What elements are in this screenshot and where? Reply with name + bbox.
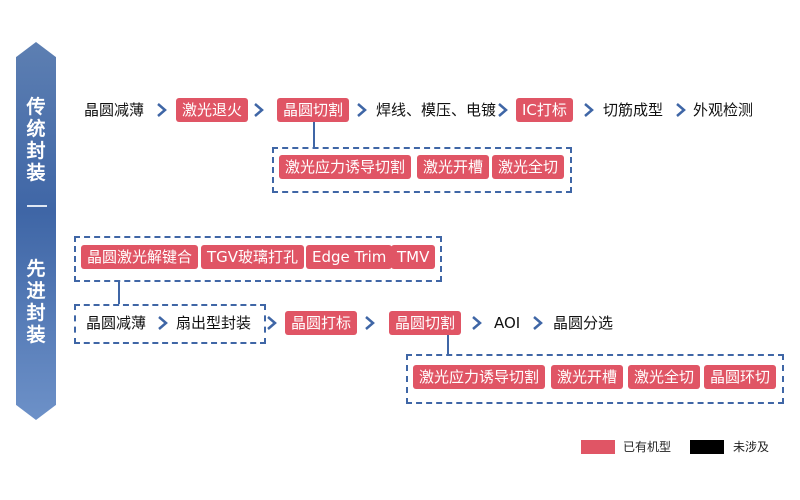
adv-dicing-laser-stress-induced: 激光应力诱导切割 — [413, 365, 546, 389]
trad-step-laser-annealing: 激光退火 — [176, 98, 249, 122]
adv-step-wafer-thinning: 晶圆减薄 — [86, 314, 147, 332]
legend-not-involved-swatch — [690, 440, 724, 454]
adv-step-fan-out: 扇出型封装 — [176, 314, 252, 332]
traditional-packaging-label: 传统封装 — [26, 96, 46, 184]
adv-option-tgv-drilling: TGV玻璃打孔 — [201, 245, 305, 269]
arrow-icon — [675, 102, 689, 118]
legend-not-involved-label: 未涉及 — [733, 440, 770, 454]
sidebar-divider — [27, 205, 47, 207]
connector-line — [447, 335, 449, 355]
arrow-icon — [364, 315, 378, 331]
advanced-packaging-label: 先进封装 — [26, 258, 46, 346]
adv-option-tmv: TMV — [391, 245, 436, 269]
adv-dicing-laser-grooving: 激光开槽 — [551, 365, 624, 389]
arrow-icon — [497, 102, 511, 118]
adv-step-aoi: AOI — [494, 314, 521, 332]
arrow-icon — [471, 315, 485, 331]
trad-step-visual-inspection: 外观检测 — [693, 101, 754, 119]
adv-dicing-laser-full-cut: 激光全切 — [628, 365, 701, 389]
adv-dicing-options-box — [406, 354, 784, 404]
legend-existing-swatch — [581, 440, 615, 454]
trad-step-wafer-thinning: 晶圆减薄 — [84, 101, 145, 119]
arrow-icon — [157, 315, 171, 331]
trad-step-bonding-molding-plating: 焊线、模压、电镀 — [376, 101, 497, 119]
trad-dicing-laser-stress-induced: 激光应力诱导切割 — [279, 155, 412, 179]
arrow-icon — [253, 102, 267, 118]
adv-option-edge-trim: Edge Trim — [306, 245, 393, 269]
connector-line — [118, 280, 120, 304]
trad-dicing-laser-full-cut: 激光全切 — [492, 155, 565, 179]
arrow-icon — [156, 102, 170, 118]
trad-step-ic-marking: IC打标 — [516, 98, 573, 122]
trad-dicing-options-box — [272, 147, 572, 193]
trad-dicing-laser-grooving: 激光开槽 — [417, 155, 490, 179]
adv-step-wafer-marking: 晶圆打标 — [285, 311, 358, 335]
adv-option-laser-debonding: 晶圆激光解键合 — [81, 245, 199, 269]
sidebar-banner — [16, 42, 56, 420]
adv-step-wafer-dicing: 晶圆切割 — [389, 311, 462, 335]
adv-step-wafer-sorting: 晶圆分选 — [553, 314, 614, 332]
adv-thinning-fanout-box — [74, 304, 266, 344]
connector-line — [313, 122, 315, 148]
adv-top-options-box — [74, 236, 442, 282]
arrow-icon — [583, 102, 597, 118]
arrow-icon — [356, 102, 370, 118]
trad-step-trim-form: 切筋成型 — [603, 101, 664, 119]
arrow-icon — [532, 315, 546, 331]
arrow-icon — [266, 315, 280, 331]
adv-dicing-wafer-ring-cut: 晶圆环切 — [704, 365, 777, 389]
legend-existing-label: 已有机型 — [623, 440, 672, 454]
trad-step-wafer-dicing: 晶圆切割 — [277, 98, 350, 122]
